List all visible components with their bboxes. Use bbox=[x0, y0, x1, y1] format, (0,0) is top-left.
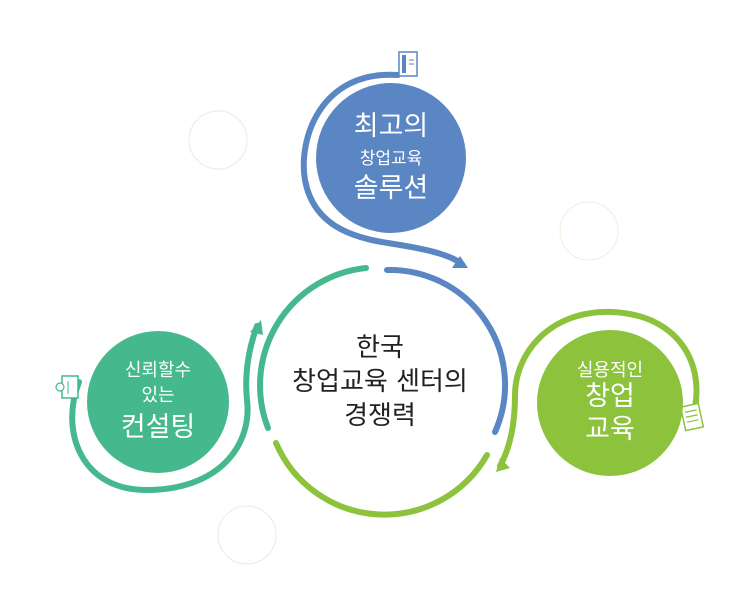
center-line-2: 창업교육 센터의 bbox=[292, 366, 468, 397]
left-swoosh-arc bbox=[69, 323, 260, 494]
decor-circle bbox=[559, 201, 619, 261]
center-label: 한국 창업교육 센터의 경쟁력 bbox=[260, 332, 500, 433]
center-circle bbox=[267, 272, 493, 498]
book-icon bbox=[398, 51, 418, 77]
decor-circle bbox=[217, 505, 277, 565]
right-swoosh-arc bbox=[497, 308, 700, 469]
decor-circle bbox=[188, 110, 248, 170]
left-line-3: 컨설팅 bbox=[120, 411, 196, 443]
right-arrowhead bbox=[496, 458, 510, 472]
left-line-1: 신뢰할수 bbox=[124, 359, 192, 381]
center-arc-teal bbox=[257, 265, 369, 431]
left-bubble: 신뢰할수 있는 컨설팅 bbox=[87, 331, 229, 473]
right-line-1: 실용적인 bbox=[576, 359, 644, 381]
center-arc-green bbox=[273, 440, 490, 518]
left-arrowhead bbox=[250, 320, 263, 335]
top-line-3: 솔루션 bbox=[353, 172, 429, 204]
right-line-3: 교육 bbox=[585, 413, 635, 445]
notebook-icon bbox=[55, 375, 79, 399]
center-line-3: 경쟁력 bbox=[344, 400, 416, 431]
top-line-2: 창업교육 bbox=[359, 149, 423, 170]
top-arrowhead bbox=[452, 256, 468, 268]
top-bubble: 최고의 창업교육 솔루션 bbox=[316, 83, 466, 233]
top-line-1: 최고의 bbox=[353, 110, 429, 142]
right-bubble: 실용적인 창업 교육 bbox=[537, 330, 683, 476]
note-pad-icon bbox=[679, 402, 705, 432]
left-line-2: 있는 bbox=[141, 385, 175, 407]
top-swoosh-arc bbox=[300, 71, 465, 267]
right-line-2: 창업 bbox=[585, 381, 635, 413]
center-line-1: 한국 bbox=[356, 333, 404, 363]
center-arc-blue bbox=[384, 266, 508, 435]
